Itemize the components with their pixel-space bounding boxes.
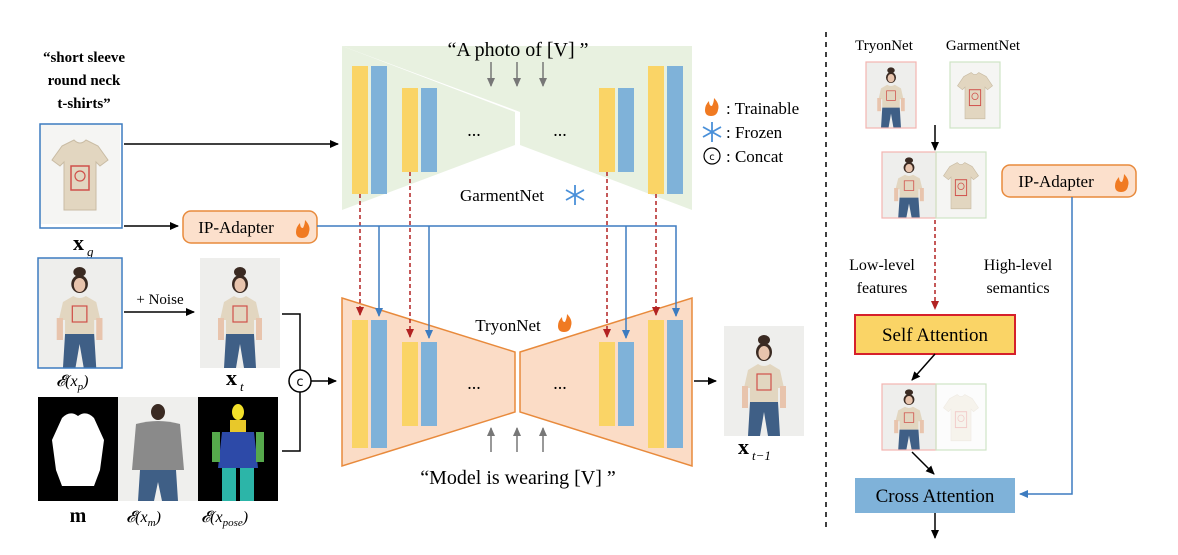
garmentnet-ellipsis-left: ... (467, 120, 481, 140)
tryonnet-ellipsis-right: ... (553, 373, 567, 393)
tryonnet-label: TryonNet (475, 316, 541, 335)
legend-frozen: : Frozen (726, 123, 783, 142)
masked-image-xm (118, 397, 198, 501)
svg-text:x: x (738, 434, 749, 459)
garment-text-prompt-line1: “short sleeve (43, 50, 125, 66)
tryonnet-prompt: “Model is wearing [V] ” (420, 467, 616, 489)
fire-icon (558, 314, 572, 332)
right-tryonnet-header: TryonNet (855, 38, 914, 54)
fire-icon (705, 98, 719, 116)
svg-text:t−1: t−1 (752, 448, 771, 463)
noise-label: + Noise (136, 292, 184, 308)
pose-image-xpose (198, 397, 278, 501)
label-xt: x t (226, 365, 244, 394)
legend-trainable: : Trainable (726, 99, 799, 118)
right-tryonnet-thumb (865, 61, 917, 129)
concat-icon (703, 147, 721, 165)
label-enc-xpose: 𝓔(xpose) (201, 509, 248, 529)
tryonnet-decoder-layers (599, 320, 683, 448)
label-enc-xp: 𝓔(xp) (56, 373, 88, 393)
svg-text:𝓔(xm): 𝓔(xm) (126, 509, 161, 529)
high-level-label-line2: semantics (986, 280, 1049, 297)
garmentnet-decoder-layers (599, 66, 683, 194)
svg-text:c: c (709, 152, 715, 163)
label-enc-xm: 𝓔(xm) (126, 509, 161, 529)
svg-text:𝓔(xpose): 𝓔(xpose) (201, 509, 248, 529)
red-dashed-connections (356, 172, 660, 338)
low-level-label-line1: Low-level (849, 257, 915, 274)
garment-image-xg (39, 123, 123, 229)
garmentnet-prompt: “A photo of [V] ” (447, 39, 588, 61)
ip-adapter-block: IP-Adapter (182, 210, 318, 244)
right-garmentnet-thumb (949, 61, 1001, 129)
svg-text:𝓔(xp): 𝓔(xp) (56, 373, 88, 393)
svg-text:t: t (240, 379, 244, 394)
garment-text-prompt-line2: round neck (48, 73, 121, 89)
right-ip-adapter-label: IP-Adapter (1018, 172, 1094, 191)
legend: : Trainable : Frozen c : Concat (702, 98, 799, 166)
low-level-label-line2: features (857, 280, 908, 297)
fire-icon (296, 220, 310, 238)
right-ip-adapter-block: IP-Adapter (1001, 164, 1137, 198)
snowflake-icon (702, 122, 722, 142)
svg-text:x: x (226, 365, 237, 390)
right-concat-thumb-2 (881, 383, 987, 451)
cross-attention-block: Cross Attention (855, 478, 1015, 513)
svg-text:x: x (73, 230, 84, 255)
output-image-xt1 (723, 325, 805, 437)
ip-adapter-label: IP-Adapter (198, 218, 274, 237)
concat-symbol: c (296, 375, 303, 390)
high-level-label-line1: High-level (984, 257, 1053, 274)
label-m: m (70, 505, 87, 527)
self-attention-label: Self Attention (882, 325, 989, 346)
self-attention-block: Self Attention (854, 314, 1016, 355)
blue-ip-connections (317, 225, 680, 339)
person-image-xp (37, 257, 123, 369)
tryonnet-encoder-layers (352, 320, 437, 448)
right-concat-thumb-1 (881, 151, 987, 219)
label-xg: x g (73, 230, 94, 259)
svg-text:g: g (87, 244, 94, 259)
high-level-arrow (1019, 197, 1073, 498)
legend-concat: : Concat (726, 147, 783, 166)
noisy-image-xt (199, 257, 281, 369)
garmentnet-encoder-layers (352, 66, 437, 194)
fire-icon (1115, 174, 1129, 192)
snowflake-icon (565, 185, 585, 205)
garmentnet-label: GarmentNet (460, 186, 544, 205)
cross-attention-label: Cross Attention (876, 486, 995, 507)
tryonnet-ellipsis-left: ... (467, 373, 481, 393)
garmentnet-ellipsis-right: ... (553, 120, 567, 140)
mask-image-m (38, 397, 118, 501)
garment-text-prompt-line3: t-shirts” (57, 96, 110, 112)
label-xt1: x t−1 (738, 434, 771, 463)
right-garmentnet-header: GarmentNet (946, 38, 1021, 54)
